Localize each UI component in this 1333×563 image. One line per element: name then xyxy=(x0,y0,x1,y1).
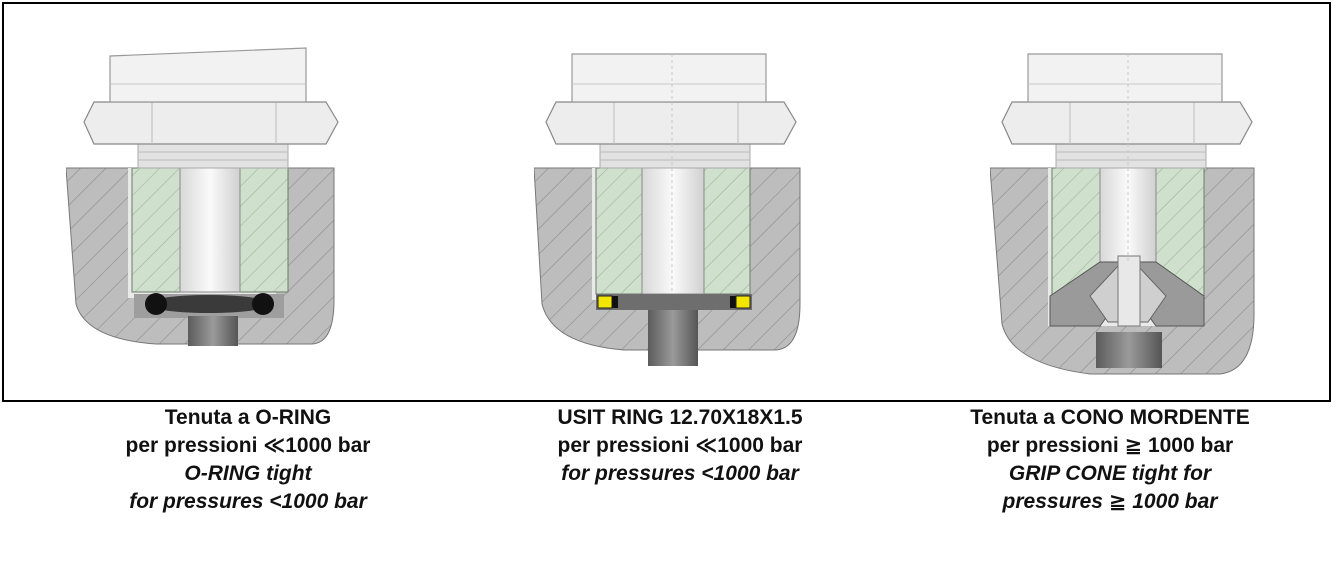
caption-en-title: GRIP CONE tight for xyxy=(1008,462,1212,485)
caption-en-title: for pressures <1000 bar xyxy=(561,462,799,485)
captions-row: Tenuta a O-RING per pressioni ≪1000 bar … xyxy=(0,404,1333,563)
hex-nut xyxy=(83,101,339,145)
top-cap xyxy=(109,47,307,103)
thread-neck xyxy=(137,143,289,169)
o-ring-band xyxy=(147,295,271,313)
stem xyxy=(179,167,241,293)
caption-it-title: USIT RING 12.70X18X1.5 xyxy=(557,406,803,429)
caption-o-ring: Tenuta a O-RING per pressioni ≪1000 bar … xyxy=(38,404,458,516)
caption-en-pressure: pressures ≧ 1000 bar xyxy=(1002,490,1218,513)
diagram-frame xyxy=(2,2,1331,402)
seal-chamber xyxy=(596,294,752,310)
insert-left xyxy=(595,167,643,295)
o-ring-right xyxy=(252,293,274,315)
outlet-chamber xyxy=(1096,332,1162,368)
caption-it-pressure: per pressioni ≪1000 bar xyxy=(557,434,803,457)
panel-grip-cone xyxy=(990,4,1270,400)
thread-neck xyxy=(599,143,751,169)
panel-usit-ring xyxy=(534,4,814,400)
usit-ring-left xyxy=(597,295,613,309)
stem xyxy=(641,167,705,295)
insert-right xyxy=(239,167,289,293)
hex-nut xyxy=(545,101,797,145)
inner-bore xyxy=(1117,255,1141,327)
caption-it-title: Tenuta a CONO MORDENTE xyxy=(970,406,1250,429)
caption-grip-cone: Tenuta a CONO MORDENTE per pressioni ≧ 1… xyxy=(900,404,1320,516)
caption-it-pressure: per pressioni ≪1000 bar xyxy=(125,434,371,457)
thread-neck xyxy=(1055,143,1207,169)
insert-left xyxy=(131,167,181,293)
o-ring-left xyxy=(145,293,167,315)
usit-ring-right-rubber xyxy=(730,296,736,308)
caption-en-title: O-RING tight xyxy=(184,462,312,485)
hex-nut xyxy=(1001,101,1253,145)
top-cap xyxy=(1027,53,1223,103)
caption-usit-ring: USIT RING 12.70X18X1.5 per pressioni ≪10… xyxy=(470,404,890,488)
caption-it-pressure: per pressioni ≧ 1000 bar xyxy=(986,434,1234,457)
panel-o-ring xyxy=(66,4,366,400)
caption-it-title: Tenuta a O-RING xyxy=(164,406,332,429)
top-cap xyxy=(571,53,767,103)
outlet-rod xyxy=(648,310,698,366)
usit-ring-right xyxy=(735,295,751,309)
usit-ring-cross-section-drawing xyxy=(534,53,801,366)
o-ring-cross-section-drawing xyxy=(66,47,339,346)
insert-right xyxy=(703,167,751,295)
grip-cone-cross-section-drawing xyxy=(990,53,1255,375)
usit-ring-left-rubber xyxy=(612,296,618,308)
caption-en-pressure: for pressures <1000 bar xyxy=(129,490,367,513)
outlet-rod xyxy=(188,316,238,346)
